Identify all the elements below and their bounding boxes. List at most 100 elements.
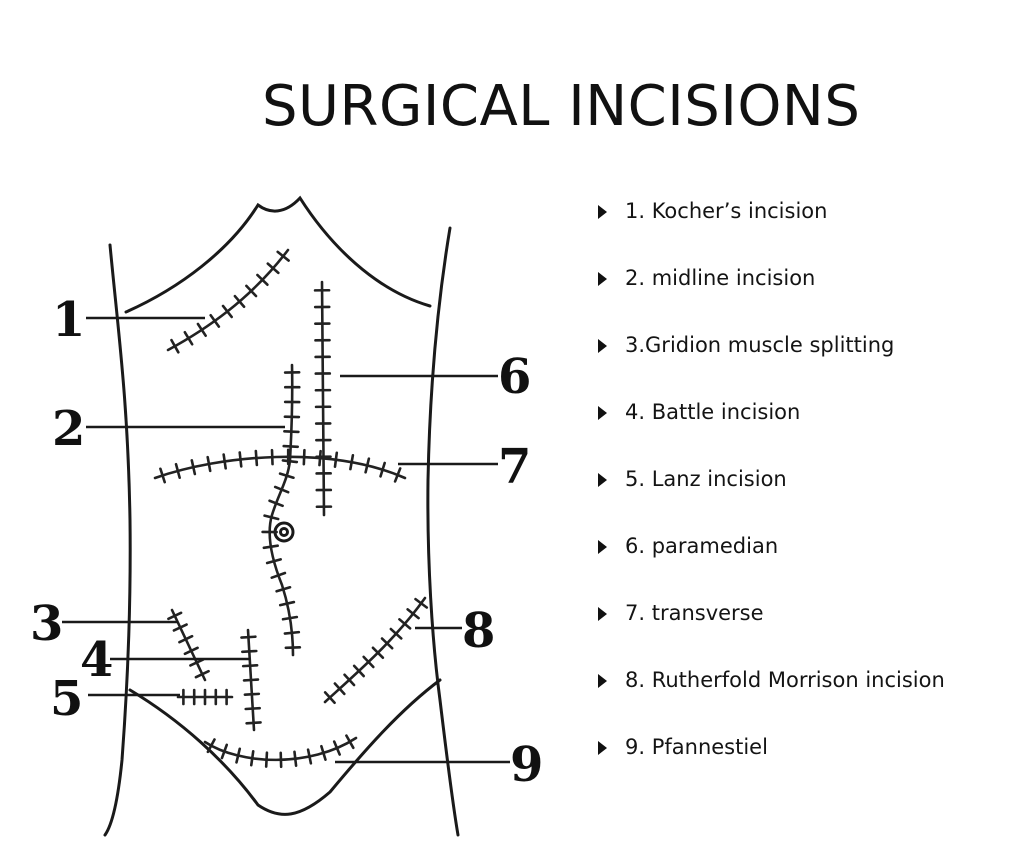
triangle-right-icon <box>598 338 607 353</box>
suture-tick <box>349 454 355 471</box>
incision-1-kocher <box>166 248 290 354</box>
suture-tick <box>222 453 227 470</box>
triangle-right-icon <box>598 271 607 286</box>
suture-tick <box>333 682 346 696</box>
suture-tick <box>306 748 313 765</box>
legend-item: 1. Kocher’s incision <box>598 183 945 250</box>
suture-tick <box>206 455 212 473</box>
legend-item-label: 5. Lanz incision <box>625 466 787 491</box>
suture-tick <box>265 558 282 565</box>
torso-right-contour <box>426 226 460 837</box>
incision-5-lanz <box>176 688 234 706</box>
suture-tick <box>235 747 242 764</box>
suture-tick <box>174 462 181 480</box>
legend-item-label: 1. Kocher’s incision <box>625 198 828 223</box>
legend-item-label: 4. Battle incision <box>625 399 801 424</box>
suture-tick <box>262 544 279 550</box>
suture-tick <box>172 623 188 632</box>
suture-tick <box>159 467 166 484</box>
legend-item-label: 6. paramedian <box>625 533 779 558</box>
suture-tick <box>240 635 257 639</box>
suture-tick <box>380 637 394 650</box>
label-8: 8 <box>462 603 495 659</box>
label-1: 1 <box>52 292 85 348</box>
incision-3-gridiron <box>167 608 210 682</box>
legend-item-label: 8. Rutherfold Morrison incision <box>625 667 945 692</box>
label-5: 5 <box>50 671 83 727</box>
legend-item: 7. transverse <box>598 585 945 652</box>
groin-line <box>128 678 442 816</box>
suture-tick <box>273 485 290 494</box>
label-9: 9 <box>510 737 543 793</box>
suture-tick <box>240 649 258 654</box>
suture-tick <box>283 630 301 635</box>
suture-tick <box>268 499 284 508</box>
suture-tick <box>238 451 243 468</box>
legend-item-label: 3.Gridion muscle splitting <box>625 332 895 357</box>
incision-2-midline <box>261 363 302 657</box>
suture-tick <box>245 721 262 725</box>
triangle-right-icon <box>598 673 607 688</box>
suture-tick <box>220 743 229 760</box>
suture-tick <box>414 597 429 609</box>
legend-item: 9. Pfannestiel <box>598 719 945 786</box>
suture-tick <box>194 669 210 679</box>
suture-tick <box>283 430 300 434</box>
suture-tick <box>282 444 299 449</box>
suture-tick <box>206 738 216 754</box>
suture-tick <box>343 673 356 687</box>
incision-2-midline-line <box>268 363 295 657</box>
legend-item-label: 2. midline incision <box>625 265 816 290</box>
suture-tick <box>249 750 255 767</box>
suture-tick <box>293 750 298 768</box>
suture-tick <box>242 678 260 682</box>
suture-tick <box>190 459 197 476</box>
suture-tick <box>281 615 299 621</box>
suture-tick <box>345 734 355 750</box>
page-title: SURGICAL INCISIONS <box>262 74 861 139</box>
suture-tick <box>270 571 287 579</box>
suture-tick <box>243 692 261 697</box>
suture-tick <box>364 457 371 474</box>
legend-item-label: 9. Pfannestiel <box>625 734 768 759</box>
suture-tick <box>278 472 295 480</box>
label-7: 7 <box>498 439 531 495</box>
incision-legend: 1. Kocher’s incision 2. midline incision… <box>598 183 945 786</box>
legend-item: 4. Battle incision <box>598 384 945 451</box>
suture-tick <box>332 740 341 756</box>
suture-tick <box>318 449 322 467</box>
suture-tick <box>266 262 280 275</box>
legend-item: 3.Gridion muscle splitting <box>598 317 945 384</box>
suture-tick <box>393 467 402 483</box>
suture-tick <box>323 691 336 705</box>
suture-tick <box>379 461 386 478</box>
incision-8-rutherford <box>323 596 429 705</box>
incision-9-pfannenstiel-line <box>203 736 358 762</box>
triangle-right-icon <box>598 740 607 755</box>
incision-9-pfannenstiel <box>203 734 358 769</box>
suture-tick <box>244 706 262 711</box>
suture-tick <box>320 744 327 761</box>
incision-3-gridiron-line <box>170 608 207 682</box>
suture-tick <box>333 451 339 469</box>
suture-tick <box>362 655 375 669</box>
triangle-right-icon <box>598 472 607 487</box>
suture-tick <box>178 634 194 644</box>
neckline <box>124 195 432 314</box>
incision-8-rutherford-line <box>323 596 427 704</box>
incision-4-battle <box>240 628 262 732</box>
suture-tick <box>371 646 385 659</box>
suture-tick <box>183 646 199 656</box>
legend-item: 2. midline incision <box>598 250 945 317</box>
suture-tick <box>398 618 412 630</box>
incision-7-transverse <box>153 448 407 484</box>
suture-tick <box>196 322 207 338</box>
incision-7-transverse-line <box>153 455 407 480</box>
suture-tick <box>170 338 180 354</box>
suture-tick <box>270 448 274 466</box>
suture-tick <box>167 611 183 621</box>
suture-tick <box>275 585 292 593</box>
legend-item-label: 7. transverse <box>625 600 764 625</box>
suture-tick <box>352 664 366 678</box>
suture-tick <box>233 294 246 309</box>
